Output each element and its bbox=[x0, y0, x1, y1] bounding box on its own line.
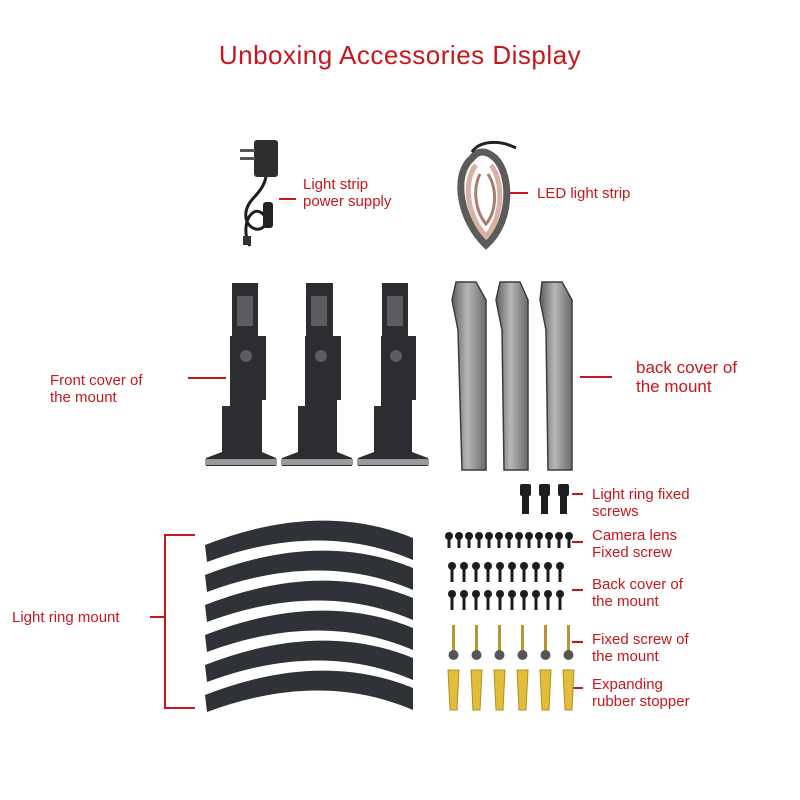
label-back-cover: back cover of the mount bbox=[636, 358, 738, 396]
back-cover-image bbox=[451, 281, 573, 471]
ring-mount-image bbox=[205, 520, 413, 712]
front-cover-image bbox=[205, 283, 429, 466]
page-title: Unboxing Accessories Display bbox=[218, 40, 582, 70]
label-ring-mount: Light ring mount bbox=[12, 609, 120, 626]
rubber-stoppers-image bbox=[447, 669, 575, 711]
label-fixed-screw: Fixed screw of the mount bbox=[592, 631, 689, 665]
label-lens-screw: Camera lens Fixed screw bbox=[592, 527, 678, 561]
label-back-screw: Back cover of the mount bbox=[592, 576, 683, 610]
led-strip-image bbox=[457, 141, 517, 250]
label-stopper: Expanding rubber stopper bbox=[592, 676, 690, 710]
mount-fixed-screws-image bbox=[448, 625, 574, 660]
back-cover-screws-image bbox=[448, 562, 564, 610]
power-supply-image bbox=[240, 140, 278, 247]
ring-screws-image bbox=[520, 484, 569, 514]
lens-screws-image bbox=[445, 532, 573, 548]
label-power-supply: Light strip power supply bbox=[303, 176, 392, 210]
label-led-strip: LED light strip bbox=[537, 185, 631, 202]
label-front-cover: Front cover of the mount bbox=[50, 372, 143, 406]
label-ring-screws: Light ring fixed screws bbox=[592, 486, 690, 520]
